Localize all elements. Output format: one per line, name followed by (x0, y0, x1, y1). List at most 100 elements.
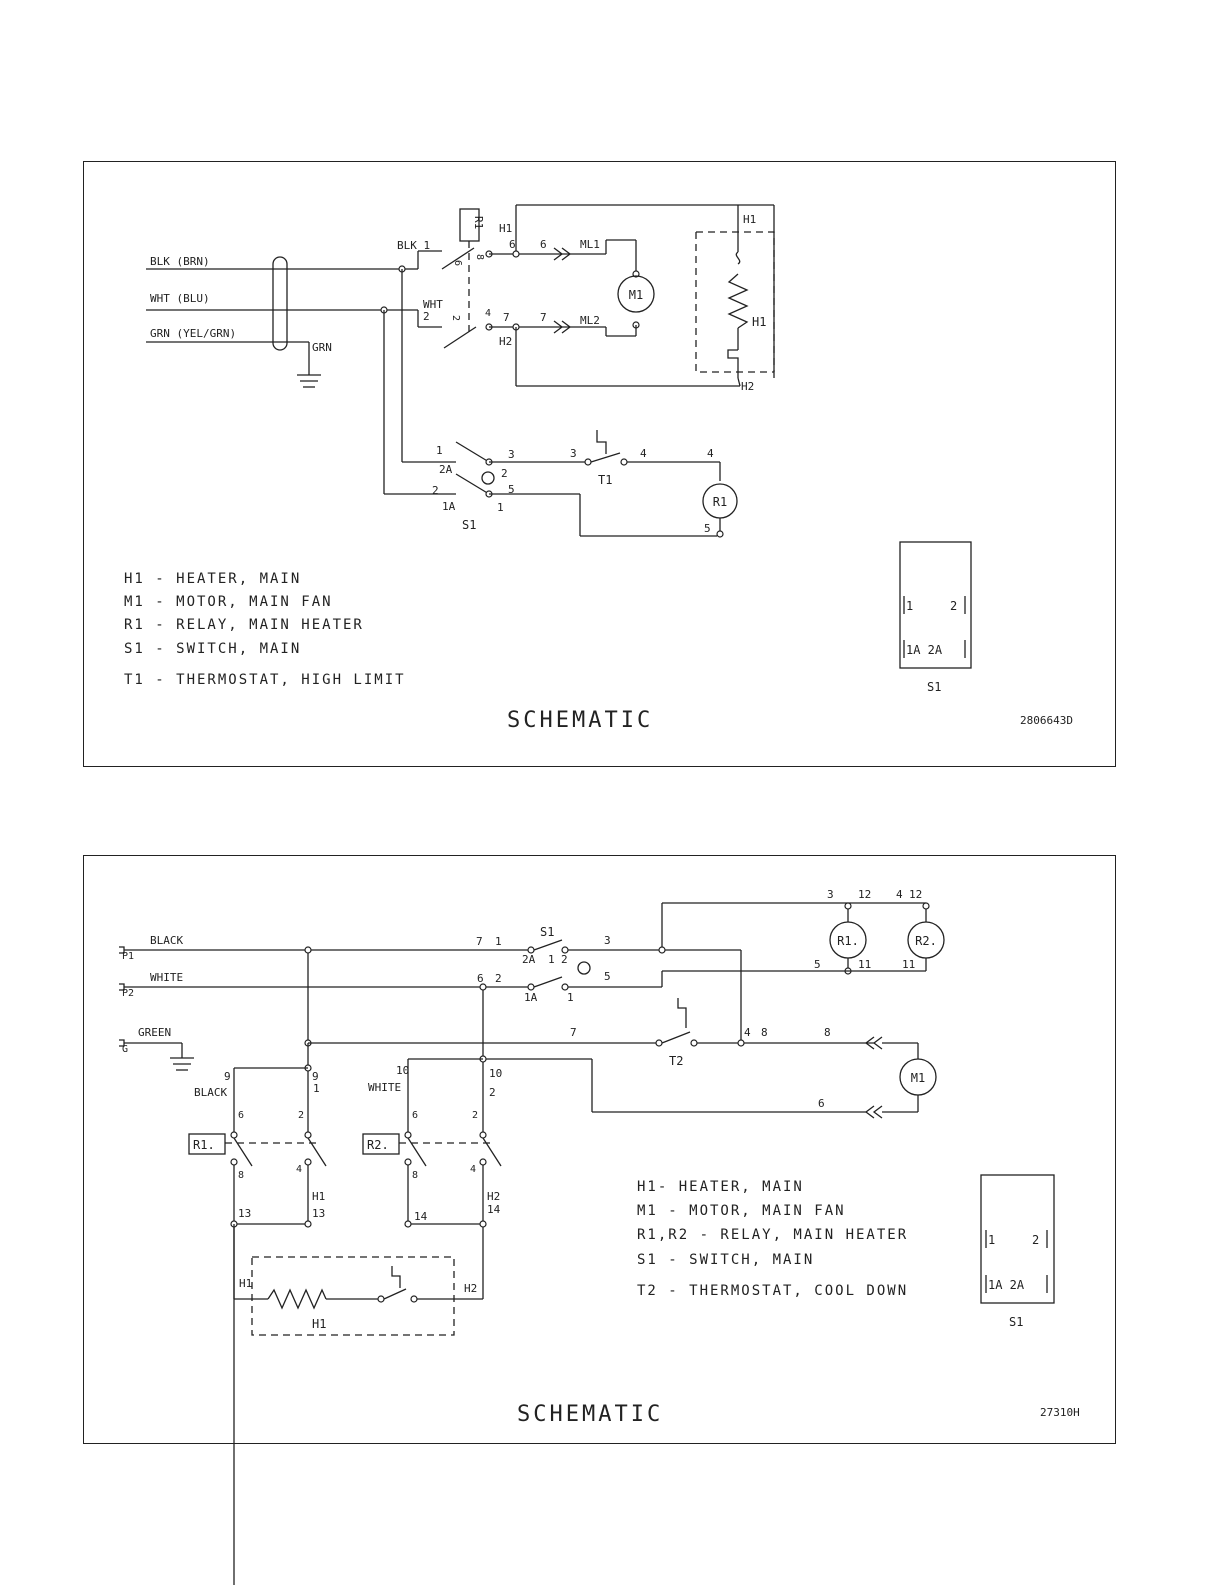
legend-1: H1 - HEATER, MAIN M1 - MOTOR, MAIN FAN R… (124, 571, 404, 688)
node-label: 10 (396, 1064, 409, 1077)
node-label: 5 (508, 483, 515, 496)
thermostat-contact (620, 458, 628, 466)
switch-box-text: 1 (988, 1233, 995, 1247)
legend-item: S1 - SWITCH, MAIN (637, 1252, 814, 1268)
junction-node (479, 1220, 487, 1228)
h1-terminal-label: H1 (743, 213, 756, 226)
node-label: 6 (818, 1097, 825, 1110)
node-label: 3 (827, 888, 834, 901)
coil-terminal (844, 902, 852, 910)
heater-h1-label: H1 (752, 315, 766, 329)
h1-label: H1 (499, 222, 512, 235)
wire-label-black: BLACK (150, 934, 183, 947)
h2-terminal-label: H2 (464, 1282, 477, 1295)
switch-box-text: 1 (906, 599, 913, 613)
relay-r2-tag (362, 1133, 400, 1155)
junction-node (304, 1220, 312, 1228)
contact-node (479, 1131, 487, 1139)
node-label: 14 (414, 1210, 428, 1223)
plug-label: G (122, 1044, 128, 1055)
contact-label: 4 (485, 308, 491, 319)
junction-node (304, 946, 312, 954)
contact-label: 2 (450, 315, 461, 321)
switch-contact (527, 983, 535, 991)
wht-label: WHT (423, 298, 443, 311)
switch-terminal-label: 2 (561, 953, 568, 966)
node-label: 9 (224, 1070, 231, 1083)
node-label: 5 (814, 958, 821, 971)
contact-label: 4 (470, 1164, 476, 1175)
thermostat-t2-label: T2 (669, 1054, 683, 1068)
wire-label-green: GREEN (138, 1026, 171, 1039)
h1-label: H1 (312, 1190, 325, 1203)
switch-terminal-label: 2A (439, 463, 453, 476)
switch-terminal-label: 2 (432, 484, 439, 497)
node-label: 9 (312, 1070, 319, 1083)
contact-label: 6 (452, 260, 463, 266)
heater-h1-box (251, 1256, 455, 1336)
contact-node (479, 1158, 487, 1166)
wire-label-blk: BLK (BRN) (150, 255, 210, 268)
switch-terminal-label: 1 (548, 953, 555, 966)
contact-label: 8 (238, 1170, 244, 1181)
wire-label-wht: WHT (BLU) (150, 292, 210, 305)
node-label: 7 (570, 1026, 577, 1039)
contact-node (404, 1158, 412, 1166)
relay-coil-r2-label: R2. (915, 934, 937, 948)
legend-item: T2 - THERMOSTAT, COOL DOWN (637, 1283, 908, 1299)
thermostat-contact (377, 1295, 385, 1303)
contact-label: 6 (412, 1110, 418, 1121)
thermostat-contact (410, 1295, 418, 1303)
contact-label: 8 (412, 1170, 418, 1181)
node-label: 3 (570, 447, 577, 460)
node-label: 3 (604, 934, 611, 947)
legend-item: M1 - MOTOR, MAIN FAN (637, 1203, 846, 1219)
ml1-label: ML1 (580, 238, 600, 251)
relay-r1-tag-text: R1 (472, 216, 485, 229)
wire-label-white: WHITE (150, 971, 183, 984)
switch-s1-label: S1 (462, 518, 476, 532)
switch-lamp-icon (481, 471, 495, 485)
drawing-number-2: 27310H (1040, 1406, 1080, 1419)
switch-box-caption: S1 (1009, 1315, 1023, 1329)
schematic-1-title: SCHEMATIC (507, 708, 653, 733)
switch-box-text: 1A 2A (988, 1278, 1025, 1292)
switch-box-text: 2 (950, 599, 957, 613)
node-label: 8 (761, 1026, 768, 1039)
node-label: 13 (312, 1207, 325, 1220)
plug-label: P1 (122, 951, 134, 962)
switch-s1-box (980, 1174, 1055, 1304)
relay-r2-tag-text: R2. (367, 1138, 389, 1152)
switch-box-caption: S1 (927, 680, 941, 694)
switch-s1-label: S1 (540, 925, 554, 939)
node-label: 4 (744, 1026, 751, 1039)
node-label: 4 (707, 447, 714, 460)
node-label: 13 (238, 1207, 251, 1220)
node-label: 5 (704, 522, 711, 535)
legend-item: H1 - HEATER, MAIN (124, 571, 301, 587)
h2-label: H2 (499, 335, 512, 348)
node-label: 3 (508, 448, 515, 461)
switch-terminal-label: 2 (501, 467, 508, 480)
node-label: 12 (858, 888, 871, 901)
thermostat-contact (690, 1039, 698, 1047)
contact-node (404, 1131, 412, 1139)
schematic-panel-1: BLK (BRN) WHT (BLU) GRN (YEL/GRN) GRN BL… (83, 161, 1116, 767)
drawing-number-1: 2806643D (1020, 714, 1073, 727)
node-label: 2 (495, 972, 502, 985)
switch-contact (561, 983, 569, 991)
motor-m1-label: M1 (911, 1071, 925, 1085)
node-label: 7 (476, 935, 483, 948)
thermostat-contact (655, 1039, 663, 1047)
ml2-label: ML2 (580, 314, 600, 327)
relay-coil-r1-label: R1 (713, 495, 727, 509)
switch-terminal-label: 1A (524, 991, 538, 1004)
contact-label: 2 (298, 1110, 304, 1121)
junction-node (479, 983, 487, 991)
node-label: 4 (640, 447, 647, 460)
motor-m1-label: M1 (629, 288, 643, 302)
heater-h1-label: H1 (312, 1317, 326, 1331)
contact-node (230, 1131, 238, 1139)
h2-terminal-label: H2 (741, 380, 754, 393)
legend-item: R1 - RELAY, MAIN HEATER (124, 617, 364, 633)
